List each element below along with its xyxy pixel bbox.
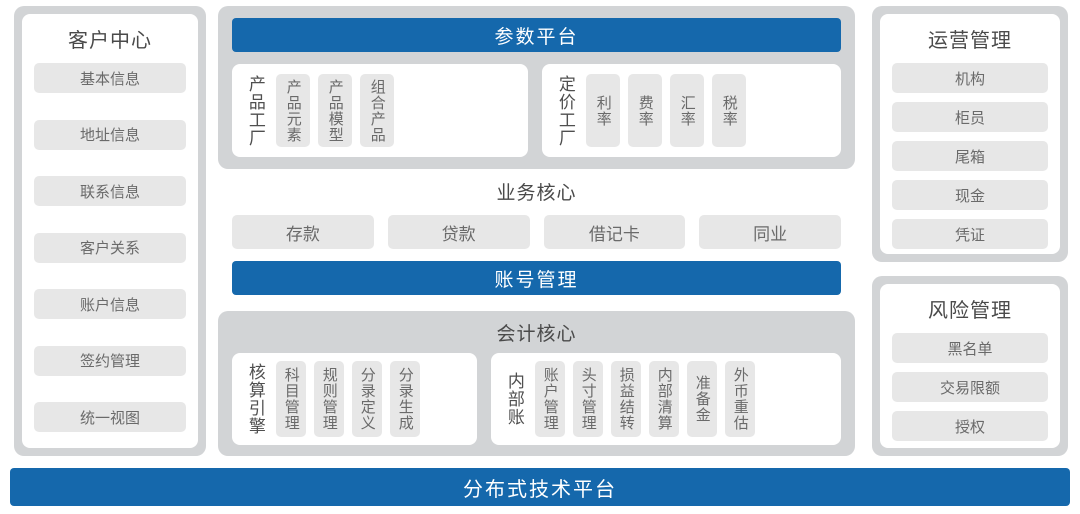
chip-composite-product[interactable]: 组合产品 — [359, 74, 394, 147]
chip-entry-generation[interactable]: 分录生成 — [389, 361, 420, 437]
risk-item-transaction-limit[interactable]: 交易限额 — [892, 372, 1048, 402]
ops-item-voucher[interactable]: 凭证 — [892, 219, 1048, 249]
ops-item-institution[interactable]: 机构 — [892, 63, 1048, 93]
account-management-bar: 账号管理 — [232, 261, 841, 295]
operations-management-panel: 运营管理 机构 柜员 尾箱 现金 凭证 — [872, 6, 1068, 262]
accounting-engine-label: 核算引擎 — [245, 363, 265, 435]
chip-exchange-rate[interactable]: 汇率 — [669, 74, 704, 147]
chip-interest-rate[interactable]: 利率 — [585, 74, 620, 147]
chip-position-mgmt[interactable]: 头寸管理 — [572, 361, 603, 437]
risk-management-card: 风险管理 黑名单 交易限额 授权 — [880, 284, 1060, 448]
ops-item-cash[interactable]: 现金 — [892, 180, 1048, 210]
chip-tax-rate[interactable]: 税率 — [711, 74, 746, 147]
chip-internal-settlement[interactable]: 内部清算 — [648, 361, 679, 437]
risk-item-authorization[interactable]: 授权 — [892, 411, 1048, 441]
business-core-title: 业务核心 — [496, 183, 577, 204]
customer-center-panel: 客户中心 基本信息 地址信息 联系信息 客户关系 账户信息 签约管理 统一视图 — [14, 6, 206, 456]
risk-item-list: 黑名单 交易限额 授权 — [892, 331, 1048, 443]
param-platform-card: 参数平台 产品工厂 产品元素 产品模型 组合产品 定价工厂 利率 费率 汇率 税… — [218, 6, 855, 169]
operations-item-list: 机构 柜员 尾箱 现金 凭证 — [892, 61, 1048, 251]
chip-account-mgmt[interactable]: 账户管理 — [534, 361, 565, 437]
internal-account-group: 内部账 账户管理 头寸管理 损益结转 内部清算 准备金 外币重估 — [491, 353, 841, 445]
chip-product-model[interactable]: 产品模型 — [317, 74, 352, 147]
chip-pnl-carryover[interactable]: 损益结转 — [610, 361, 641, 437]
risk-management-panel: 风险管理 黑名单 交易限额 授权 — [872, 276, 1068, 456]
sidebar-item-contract-mgmt[interactable]: 签约管理 — [34, 345, 186, 376]
accounting-core-card: 会计核心 核算引擎 科目管理 规则管理 分录定义 分录生成 内部账 账户管理 头… — [218, 311, 855, 456]
chip-rule-mgmt[interactable]: 规则管理 — [313, 361, 344, 437]
chip-fx-revaluation[interactable]: 外币重估 — [724, 361, 755, 437]
chip-fee-rate[interactable]: 费率 — [627, 74, 662, 147]
risk-management-title: 风险管理 — [928, 300, 1012, 322]
chip-entry-definition[interactable]: 分录定义 — [351, 361, 382, 437]
sidebar-item-unified-view[interactable]: 统一视图 — [34, 402, 186, 432]
param-platform-title-bar: 参数平台 — [232, 18, 841, 52]
internal-account-label: 内部账 — [504, 372, 524, 426]
accounting-core-title: 会计核心 — [496, 324, 577, 345]
param-platform-groups: 产品工厂 产品元素 产品模型 组合产品 定价工厂 利率 费率 汇率 税率 — [232, 64, 841, 157]
biz-chip-interbank[interactable]: 同业 — [699, 215, 841, 249]
accounting-core-groups: 核算引擎 科目管理 规则管理 分录定义 分录生成 内部账 账户管理 头寸管理 损… — [232, 353, 841, 445]
chip-reserve-fund[interactable]: 准备金 — [686, 361, 717, 437]
sidebar-item-customer-relation[interactable]: 客户关系 — [34, 232, 186, 263]
operations-management-card: 运营管理 机构 柜员 尾箱 现金 凭证 — [880, 14, 1060, 254]
customer-center-item-list: 基本信息 地址信息 联系信息 客户关系 账户信息 签约管理 统一视图 — [34, 61, 186, 436]
business-core-items: 存款 贷款 借记卡 同业 — [232, 215, 841, 249]
sidebar-item-account-info[interactable]: 账户信息 — [34, 289, 186, 319]
customer-center-title: 客户中心 — [68, 30, 152, 52]
operations-management-title: 运营管理 — [928, 30, 1012, 52]
ops-item-cash-box[interactable]: 尾箱 — [892, 141, 1048, 171]
sidebar-item-basic-info[interactable]: 基本信息 — [34, 63, 186, 93]
accounting-engine-group: 核算引擎 科目管理 规则管理 分录定义 分录生成 — [232, 353, 477, 445]
customer-center-card: 客户中心 基本信息 地址信息 联系信息 客户关系 账户信息 签约管理 统一视图 — [22, 14, 198, 448]
sidebar-item-contact-info[interactable]: 联系信息 — [34, 176, 186, 206]
sidebar-item-address-info[interactable]: 地址信息 — [34, 119, 186, 150]
footer-platform-bar: 分布式技术平台 — [10, 468, 1070, 506]
product-factory-label: 产品工厂 — [245, 74, 265, 147]
risk-item-blacklist[interactable]: 黑名单 — [892, 333, 1048, 363]
product-factory-group: 产品工厂 产品元素 产品模型 组合产品 — [232, 64, 528, 157]
chip-subject-mgmt[interactable]: 科目管理 — [275, 361, 306, 437]
pricing-factory-label: 定价工厂 — [555, 74, 575, 147]
ops-item-teller[interactable]: 柜员 — [892, 102, 1048, 132]
biz-chip-loan[interactable]: 贷款 — [387, 215, 530, 249]
biz-chip-debit-card[interactable]: 借记卡 — [543, 215, 686, 249]
pricing-factory-group: 定价工厂 利率 费率 汇率 税率 — [542, 64, 841, 157]
business-core-section: 业务核心 存款 贷款 借记卡 同业 账号管理 — [232, 178, 841, 303]
chip-product-element[interactable]: 产品元素 — [275, 74, 310, 147]
biz-chip-deposit[interactable]: 存款 — [232, 215, 374, 249]
